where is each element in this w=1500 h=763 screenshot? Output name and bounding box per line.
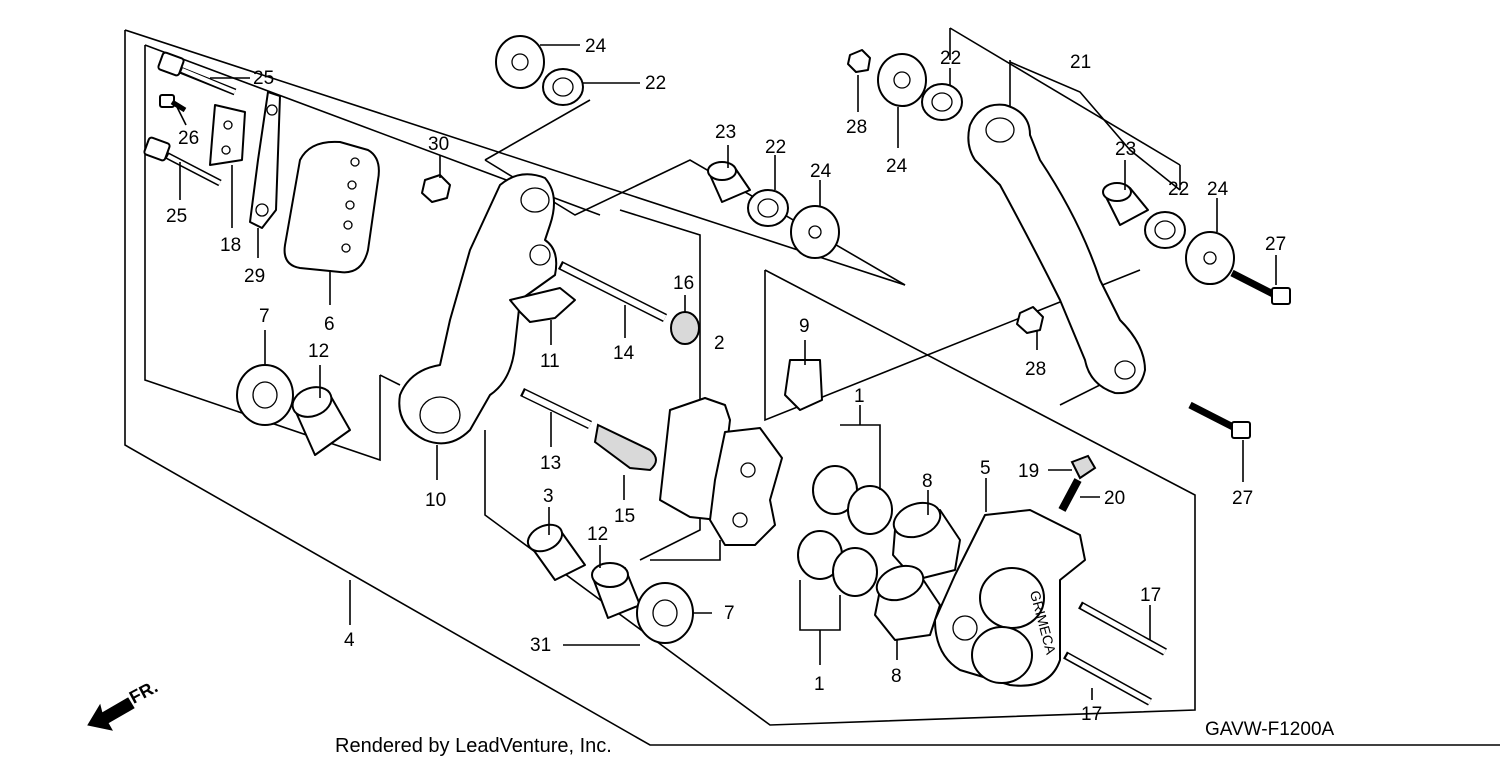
callout-4: 4 [344, 630, 355, 651]
piston-8-lower [874, 564, 941, 641]
callout-29: 29 [244, 266, 265, 287]
callout-26: 26 [178, 128, 199, 149]
callout-3: 3 [543, 486, 554, 507]
bleeder-cap-19 [1070, 454, 1097, 480]
bolt-25-lower [143, 136, 222, 187]
boot-15 [593, 423, 657, 472]
parts: GRIMECA [143, 35, 1291, 706]
rubber-24-right-top [877, 53, 927, 107]
bolt-27-lower [1188, 401, 1251, 439]
callout-2: 2 [714, 333, 725, 354]
callout-24: 24 [810, 161, 832, 182]
callout-27: 27 [1265, 234, 1286, 255]
caliper-body-5: GRIMECA [934, 509, 1086, 687]
callouts: 24 22 25 26 25 18 29 6 30 7 12 10 11 14 … [166, 36, 1286, 725]
callout-1: 1 [854, 386, 865, 407]
collar-23-right [1102, 182, 1149, 226]
rubber-7-lower [636, 582, 694, 644]
callout-30: 30 [428, 134, 449, 155]
screw-26 [159, 94, 187, 113]
callout-17: 17 [1081, 704, 1102, 725]
bolt-25-upper [157, 51, 237, 96]
collar-3 [526, 523, 586, 581]
leader-lines [175, 44, 1277, 700]
callout-11: 11 [540, 351, 560, 372]
callout-7: 7 [259, 306, 270, 327]
callout-20: 20 [1104, 488, 1125, 509]
rubber-7-left [236, 364, 294, 426]
seal-set-1 [797, 465, 893, 597]
callout-28: 28 [1025, 359, 1046, 380]
callout-28: 28 [846, 117, 867, 138]
collar-23-mid [707, 161, 751, 203]
callout-7: 7 [724, 603, 735, 624]
front-direction-arrow-icon [87, 697, 135, 731]
bolt-27-upper [1230, 269, 1291, 305]
callout-25: 25 [166, 206, 187, 227]
callout-18: 18 [220, 235, 241, 256]
callout-22: 22 [1168, 179, 1189, 200]
callout-9: 9 [799, 316, 810, 337]
rubber-24-top [495, 35, 545, 89]
brake-pad-2-b [709, 427, 783, 546]
callout-22: 22 [645, 73, 666, 94]
nut-28-lower [1016, 306, 1044, 334]
front-direction-indicator: FR. [87, 676, 161, 731]
plate-18 [209, 104, 246, 166]
nut-30 [421, 174, 451, 203]
callout-23: 23 [1115, 139, 1136, 160]
pin-14 [557, 260, 668, 323]
callout-17: 17 [1140, 585, 1161, 606]
bolt-17-lower [1063, 651, 1152, 706]
bleeder-valve-20 [1058, 478, 1082, 512]
callout-16: 16 [673, 273, 694, 294]
callout-31: 31 [530, 635, 551, 656]
callout-22: 22 [940, 48, 961, 69]
nut-28-upper [847, 49, 871, 73]
callout-19: 19 [1018, 461, 1039, 482]
callout-12: 12 [308, 341, 329, 362]
collar-12-left [291, 386, 351, 456]
callout-1: 1 [814, 674, 825, 695]
pin-13 [520, 387, 592, 430]
callout-23: 23 [715, 122, 736, 143]
collar-22-top [542, 68, 584, 106]
footer-credit: Rendered by LeadVenture, Inc. [335, 735, 612, 757]
callout-21: 21 [1070, 52, 1091, 73]
rubber-24-mid [790, 205, 840, 259]
collar-22-mid [747, 189, 789, 227]
callout-22: 22 [765, 137, 786, 158]
callout-13: 13 [540, 453, 561, 474]
callout-10: 10 [425, 490, 446, 511]
callout-6: 6 [324, 314, 335, 335]
boot-16 [670, 311, 700, 345]
rubber-24-right [1185, 231, 1235, 285]
pad-spring-11 [509, 287, 576, 323]
collar-12-lower [591, 562, 641, 619]
callout-12: 12 [587, 524, 608, 545]
callout-15: 15 [614, 506, 635, 527]
callout-8: 8 [922, 471, 933, 492]
callout-14: 14 [613, 343, 635, 364]
bolt-17-upper [1078, 601, 1167, 656]
torque-arm-21 [967, 103, 1146, 395]
diagram-code: GAVW-F1200A [1205, 719, 1335, 740]
callout-27: 27 [1232, 488, 1253, 509]
heat-plate-6 [283, 140, 380, 274]
pad-spring-9 [784, 359, 823, 411]
caliper-bracket-10 [398, 173, 558, 445]
collar-22-right-top [921, 83, 963, 121]
bracket-29 [249, 91, 281, 229]
collar-22-right [1144, 211, 1186, 249]
callout-25: 25 [253, 68, 274, 89]
callout-5: 5 [980, 458, 991, 479]
callout-24: 24 [1207, 179, 1229, 200]
callout-24: 24 [585, 36, 607, 57]
callout-8: 8 [891, 666, 902, 687]
callout-24: 24 [886, 156, 908, 177]
